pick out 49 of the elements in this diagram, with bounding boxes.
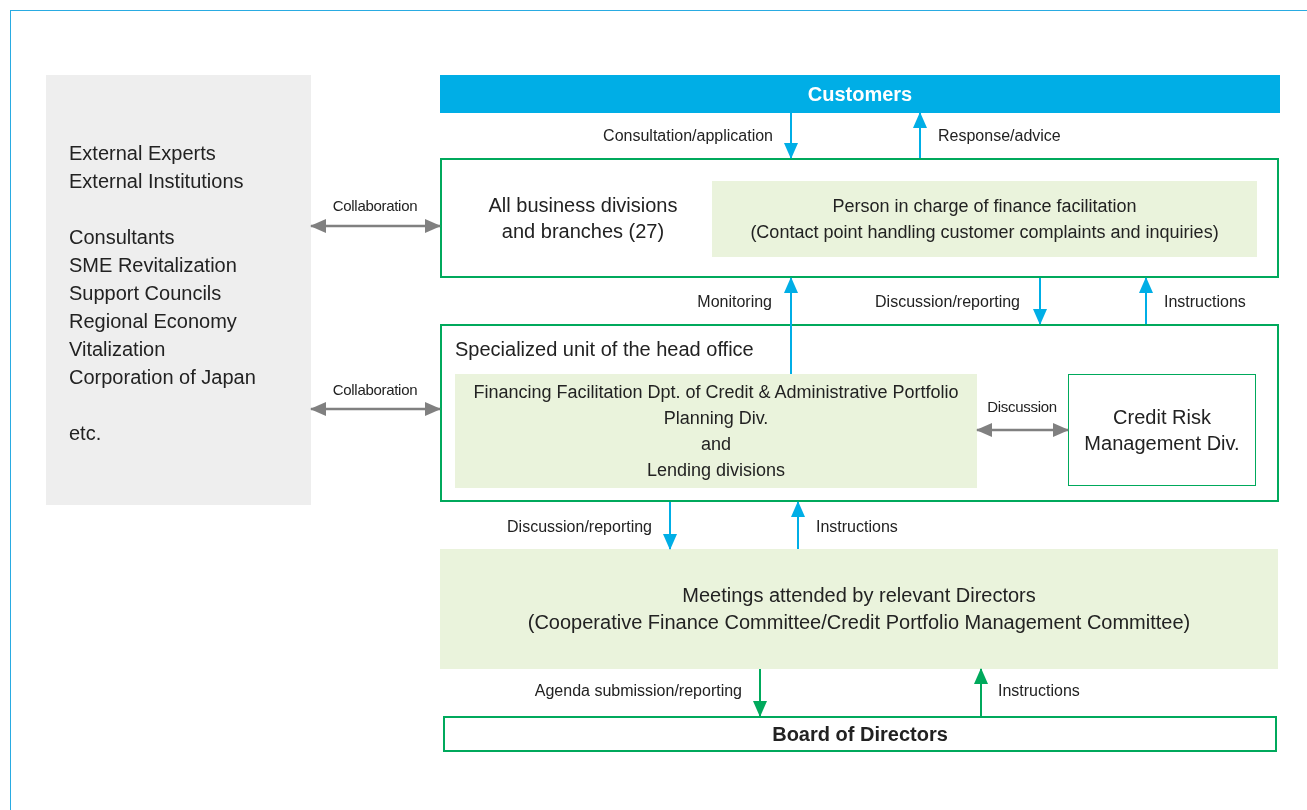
node-text: Credit Risk Management Div.: [1083, 405, 1241, 456]
edge-label: Discussion/reporting: [875, 293, 1020, 311]
board-box: [443, 716, 1277, 752]
edge-label: Collaboration: [332, 380, 418, 398]
arrow: [310, 219, 441, 233]
arrow: [1139, 277, 1153, 325]
partners-panel: [46, 75, 311, 505]
edge-label: Instructions: [998, 682, 1080, 700]
department-box: [455, 374, 977, 488]
partner-name: External Institutions: [69, 169, 245, 194]
arrow: [310, 402, 441, 416]
node-text: Board of Directors: [772, 722, 948, 746]
arrow: [791, 501, 805, 550]
partner-name: etc.: [69, 421, 103, 446]
node-text: Meetings attended by relevant Directors: [682, 583, 1036, 608]
node-text: and: [700, 433, 731, 456]
edge-label: Discussion/reporting: [507, 518, 652, 536]
partner-name: Regional Economy Vitalization Corporation of Japan: [69, 309, 257, 390]
edge-label: Response/advice: [938, 127, 1061, 145]
node-text: Customers: [807, 82, 913, 106]
edge-label: Instructions: [1164, 293, 1246, 311]
edge-label: Monitoring: [697, 293, 772, 311]
edge-label: Consultation/application: [603, 127, 773, 145]
partner-name: External Experts: [69, 141, 217, 166]
node-text: (Contact point handling customer complaints and inquiries): [750, 221, 1219, 244]
node-text: Lending divisions: [646, 459, 786, 482]
edge-label: Instructions: [816, 518, 898, 536]
arrow: [1033, 277, 1047, 325]
arrow: [784, 277, 798, 375]
department-box: [712, 181, 1257, 257]
edge-label: Collaboration: [332, 196, 418, 214]
partner-name: Consultants: [69, 225, 176, 250]
unit-box: [440, 158, 1279, 278]
arrow: [913, 112, 927, 159]
edge-label: Agenda submission/reporting: [534, 682, 742, 700]
edge-label: Discussion: [987, 397, 1057, 415]
meeting-box: [440, 549, 1278, 669]
node-text: Financing Facilitation Dpt. of Credit & Administrative Portfolio Planning Div.: [472, 381, 960, 430]
customers-banner: [440, 75, 1280, 113]
node-text: (Cooperative Finance Committee/Credit Portfolio Management Committee): [527, 610, 1191, 635]
unit-box: [440, 324, 1279, 502]
node-text: Person in charge of finance facilitation: [832, 195, 1137, 218]
arrow: [784, 112, 798, 159]
partner-name: SME Revitalization Support Councils: [69, 253, 238, 306]
arrow: [976, 423, 1069, 437]
arrow: [663, 501, 677, 550]
arrow: [753, 668, 767, 717]
division-box: [1068, 374, 1256, 486]
arrow: [974, 668, 988, 717]
